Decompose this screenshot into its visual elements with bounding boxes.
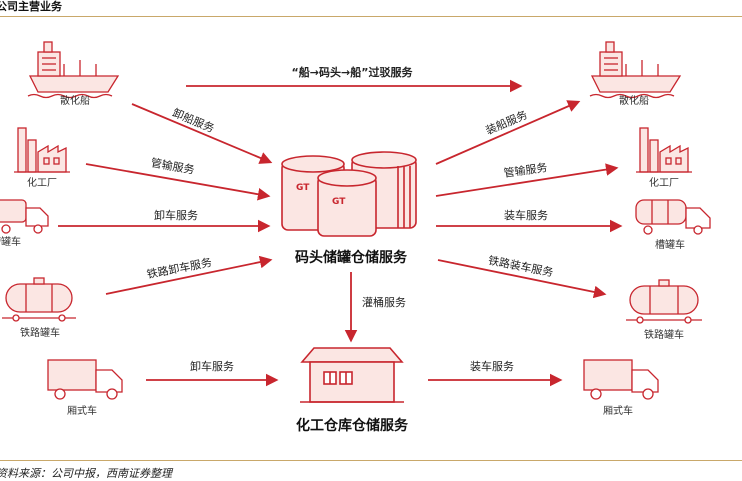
left-rail-tanker-label: 铁路罐车 xyxy=(20,326,60,339)
load-ship-arrow xyxy=(436,102,578,164)
factory-icon-left xyxy=(14,128,70,172)
right-box-truck-label: 厢式车 xyxy=(603,404,633,417)
warehouse-load-service-label: 装车服务 xyxy=(470,359,514,373)
transfer-service-label: “船→码头→船”过驳服务 xyxy=(292,65,414,79)
drum-filling-service-label: 灌桶服务 xyxy=(362,295,406,309)
pipeline-out-service-label: 管输服务 xyxy=(503,160,549,180)
terminal-storage-hub-label: 码头储罐仓储服务 xyxy=(295,249,408,266)
source-note: 资料来源：公司中报，西南证券整理 xyxy=(0,465,172,481)
tank-logo-2: GT xyxy=(332,197,346,207)
right-rail-tanker-label: 铁路罐车 xyxy=(644,328,684,341)
box-truck-icon-right xyxy=(584,360,658,399)
factory-icon-right xyxy=(636,128,692,172)
box-truck-icon-left xyxy=(48,360,122,399)
left-box-truck-label: 厢式车 xyxy=(67,404,97,417)
left-tanker-truck-label: 槽罐车 xyxy=(0,235,21,248)
right-plant-label: 化工厂 xyxy=(649,176,679,189)
ship-icon-right xyxy=(590,42,680,98)
unload-truck-service-label: 卸车服务 xyxy=(154,208,198,222)
warehouse-storage-hub-label: 化工仓库仓储服务 xyxy=(296,417,409,434)
rail-tanker-icon-right xyxy=(626,280,702,323)
load-truck-service-label: 装车服务 xyxy=(504,208,548,222)
right-ship-label: 散化船 xyxy=(619,94,649,107)
left-ship-label: 散化船 xyxy=(60,94,90,107)
bottom-rule xyxy=(0,460,742,461)
storage-tanks-icon xyxy=(282,152,416,236)
rail-unload-service-label: 铁路卸车服务 xyxy=(146,255,213,281)
pipeline-in-service-label: 管输服务 xyxy=(150,155,196,176)
tank-logo-1: GT xyxy=(296,183,310,193)
right-tanker-truck-label: 槽罐车 xyxy=(655,238,685,251)
unload-ship-arrow xyxy=(132,104,270,162)
rail-tanker-icon-left xyxy=(2,278,76,321)
ship-icon-left xyxy=(28,42,118,98)
rail-load-service-label: 铁路装车服务 xyxy=(487,253,554,279)
tanker-truck-icon-left xyxy=(0,200,48,233)
warehouse-unload-service-label: 卸车服务 xyxy=(190,359,234,373)
warehouse-icon xyxy=(300,348,404,402)
left-plant-label: 化工厂 xyxy=(27,176,57,189)
tanker-truck-icon-right xyxy=(636,200,710,234)
